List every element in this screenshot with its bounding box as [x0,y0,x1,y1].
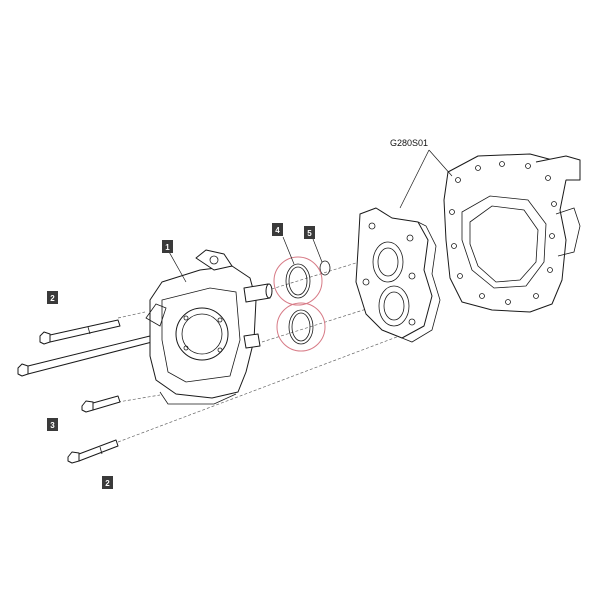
callout-3: 3 [47,418,58,431]
o-ring-lower [288,309,314,345]
callout-5-label: 5 [307,229,312,238]
callout-4: 4 [272,223,283,236]
reference-code-label: G280S01 [390,138,428,148]
highlight-rings [273,256,326,352]
callout-1: 1 [162,240,173,253]
transmission-housing [443,153,581,313]
callout-1-label: 1 [165,243,170,252]
callout-5: 5 [304,226,315,239]
callout-2-top-label: 2 [50,294,55,303]
bolt-short [81,395,121,413]
bolt-long-bottom [67,439,119,464]
callout-2-bottom-label: 2 [105,479,110,488]
callout-3-label: 3 [50,421,55,430]
adapter-plate [355,207,441,343]
o-ring-upper [285,263,311,299]
shaft-rod [17,335,153,377]
callout-2-bottom: 2 [102,476,113,489]
callout-2-top: 2 [47,291,58,304]
callout-4-label: 4 [275,226,280,235]
leader-lines [167,149,453,283]
bolt-long-top [39,319,121,345]
o-ring-small [319,260,331,276]
pump-housing [145,249,273,405]
